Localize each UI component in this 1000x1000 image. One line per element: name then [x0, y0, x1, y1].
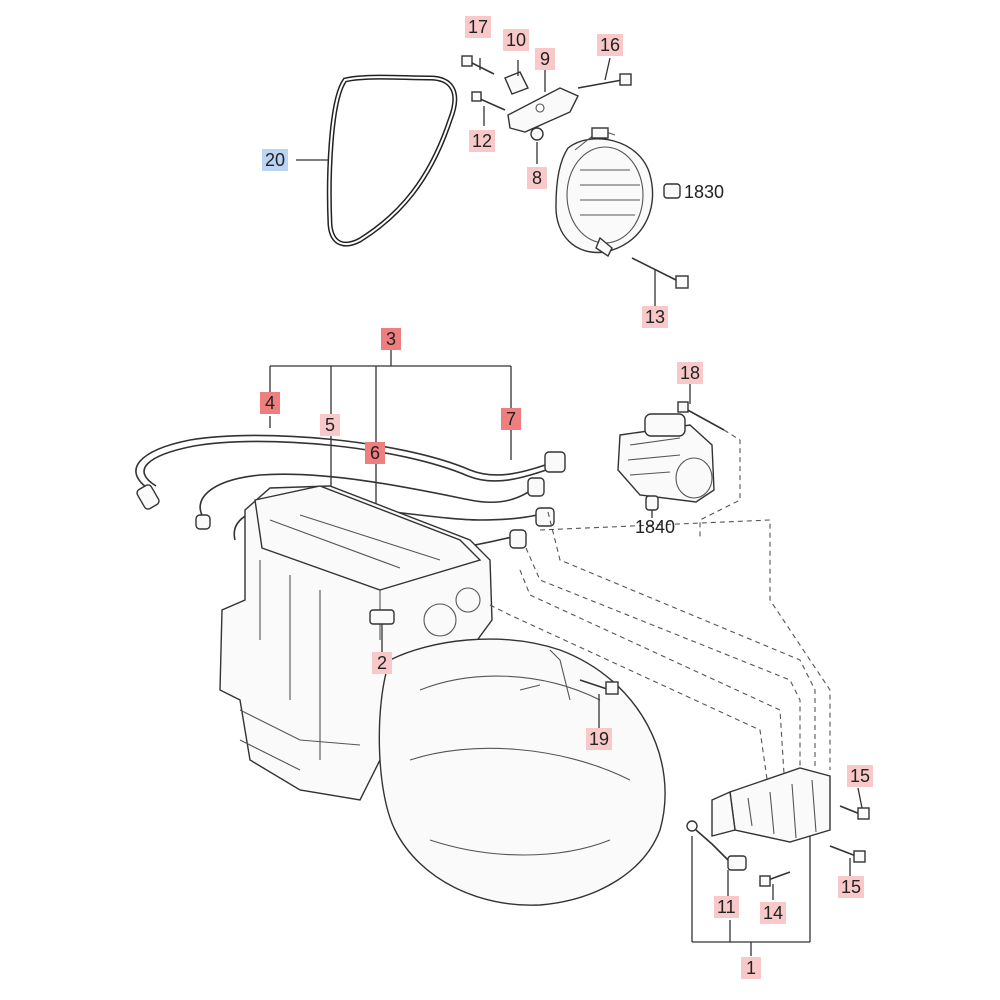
bolt-15-bottom [829, 845, 866, 863]
callout-1: 1 [741, 957, 761, 979]
callout-3: 3 [381, 328, 401, 350]
nut-8 [530, 127, 544, 141]
sensor-11 [686, 820, 747, 871]
callout-15-bottom: 15 [838, 876, 865, 898]
bolt-19 [519, 649, 619, 701]
bolt-15-top [839, 805, 870, 820]
bolt-17 [461, 55, 495, 75]
cable-set-bracket [269, 350, 512, 442]
callout-12: 12 [469, 130, 496, 152]
bolt-13 [631, 257, 689, 289]
callout-4: 4 [260, 392, 280, 414]
ignition-coil [711, 767, 831, 843]
callout-20: 20 [262, 149, 289, 171]
callout-1840: 1840 [635, 517, 676, 537]
callout-5: 5 [320, 414, 340, 436]
callout-6: 6 [365, 442, 385, 464]
alternator [555, 127, 654, 258]
callout-9: 9 [535, 48, 555, 70]
callout-7: 7 [501, 408, 521, 430]
engine-block [219, 485, 493, 801]
bolt-12 [471, 91, 506, 111]
plug-1830 [663, 183, 681, 199]
starter-guide [699, 429, 741, 540]
bolt-14 [759, 871, 791, 887]
callout-1830: 1830 [684, 182, 725, 202]
coil-assembly-bracket [691, 836, 811, 956]
callout-11: 11 [714, 896, 739, 918]
callout-13: 13 [642, 306, 669, 328]
drive-belt [326, 74, 458, 247]
callout-14: 14 [760, 902, 787, 924]
sensor-2 [369, 609, 395, 625]
transmission [378, 638, 666, 906]
callout-8: 8 [527, 167, 547, 189]
cable-routing-dashes [489, 511, 831, 801]
callout-16: 16 [597, 34, 624, 56]
callout-15-top: 15 [847, 765, 874, 787]
callout-2: 2 [372, 652, 392, 674]
starter-motor [617, 413, 715, 503]
alternator-bracket [504, 71, 579, 133]
leader-15a [857, 787, 863, 809]
bolt-16 [577, 73, 632, 89]
callout-19: 19 [586, 728, 613, 750]
plug-1840 [645, 495, 659, 511]
callout-18: 18 [677, 362, 704, 384]
callout-17: 17 [465, 16, 492, 38]
bolt-18 [677, 401, 725, 431]
leader-16 [604, 57, 611, 81]
callout-10: 10 [503, 29, 530, 51]
